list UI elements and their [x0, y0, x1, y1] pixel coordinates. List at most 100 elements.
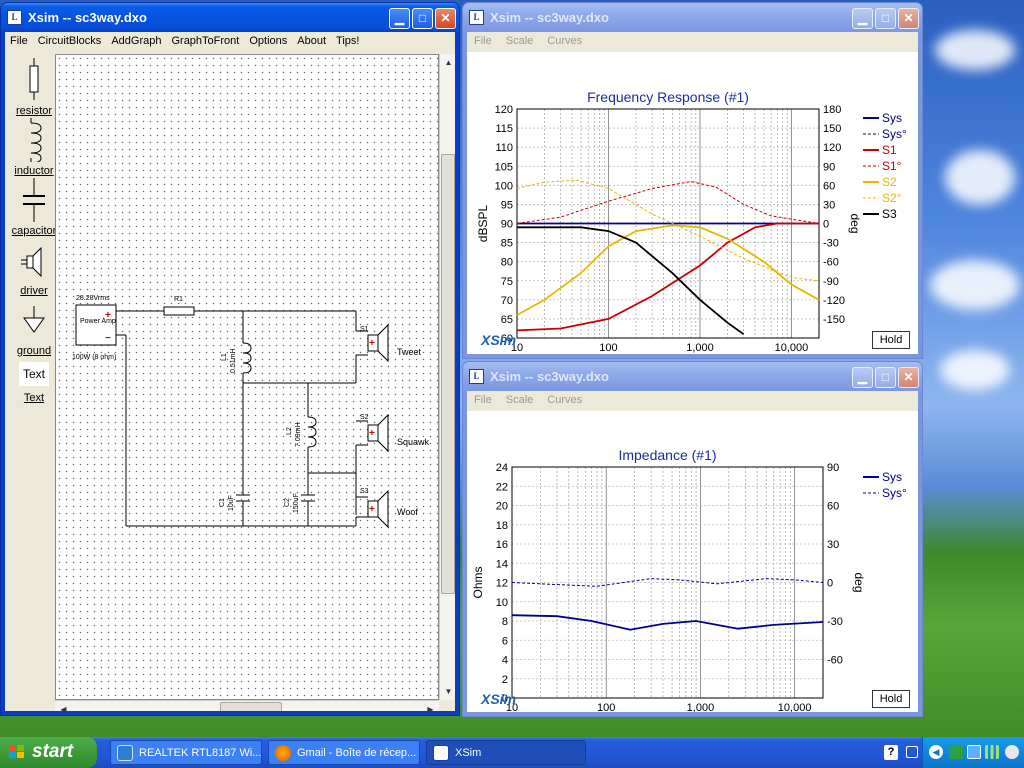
minimize-button[interactable]: ▁ [389, 8, 410, 29]
menu-curves[interactable]: Curves [547, 35, 583, 47]
volume-icon[interactable] [1005, 745, 1019, 759]
frequency-response-window[interactable]: L Xsim -- sc3way.dxo ▁ □ ✕ File Scale Curv… [462, 2, 923, 359]
y-tick-label: 80 [501, 257, 513, 269]
y-tick-label: 60 [501, 333, 513, 345]
schematic-canvas[interactable]: +− +++ 28.28Vrms Power Amp 100W (8 ohm) … [55, 54, 439, 700]
network-status-icon[interactable] [949, 745, 963, 759]
menu-addgraph[interactable]: AddGraph [111, 35, 162, 47]
xsim-window-icon[interactable]: L [469, 369, 484, 384]
r1-label: R1 [174, 296, 183, 303]
maximize-button[interactable]: □ [412, 8, 433, 29]
vertical-scroll-thumb[interactable] [441, 154, 455, 594]
horizontal-scroll-thumb[interactable] [220, 702, 282, 711]
taskbar-item-gmail[interactable]: Gmail - Boîte de récep... [268, 740, 420, 765]
menu-about[interactable]: About [297, 35, 327, 47]
palette-label: driver [20, 285, 48, 297]
x-tick-label: 1,000 [686, 342, 714, 354]
minimize-button[interactable]: ▁ [852, 367, 873, 388]
series-line-4 [516, 224, 820, 316]
palette-label: ground [16, 345, 52, 357]
legend-label: S2 [882, 175, 897, 189]
y-tick-label: 4 [502, 655, 508, 667]
menu-options[interactable]: Options [249, 35, 288, 47]
schematic-drawing: +− +++ 28.28Vrms Power Amp 100W (8 ohm) … [72, 295, 430, 529]
y-tick-label: 0 [502, 693, 508, 705]
y2-tick-label: 150 [823, 123, 841, 135]
menu-file[interactable]: File [474, 394, 492, 406]
speaker-s3 [356, 489, 389, 529]
help-icon[interactable]: ? [884, 745, 898, 760]
y-tick-label: 10 [496, 597, 508, 609]
wireless-signal-icon[interactable] [985, 745, 999, 759]
y2-tick-label: -90 [823, 276, 839, 288]
horizontal-scrollbar[interactable]: ◀ ▶ [55, 700, 439, 711]
maximize-button[interactable]: □ [875, 8, 896, 29]
taskbar-item-realtek[interactable]: REALTEK RTL8187 Wi... [110, 740, 262, 765]
legend-label: S1 [882, 143, 897, 157]
menu-scale[interactable]: Scale [505, 394, 534, 406]
scroll-up-arrow[interactable]: ▲ [444, 58, 453, 67]
task-label: XSim [455, 747, 482, 759]
palette-resistor[interactable]: resistor [9, 58, 59, 117]
palette-label: resistor [15, 105, 53, 117]
menu-file[interactable]: File [10, 35, 28, 47]
y-tick-label: 90 [501, 219, 513, 231]
legend-label: S1° [882, 159, 902, 173]
series-line-3 [516, 180, 820, 224]
taskbar-item-xsim[interactable]: XSim [426, 740, 586, 765]
y2-axis-label: deg [852, 572, 866, 592]
vertical-scrollbar[interactable]: ▲ ▼ [439, 54, 455, 700]
tray-expand-icon[interactable]: ◀ [929, 745, 943, 759]
squawk-label: Squawk [397, 437, 430, 447]
y2-tick-label: -30 [827, 616, 843, 628]
palette-text[interactable]: Text Text [9, 362, 59, 404]
capacitor-icon [23, 178, 45, 222]
start-button[interactable]: start [0, 737, 97, 768]
circuit-window-titlebar[interactable]: L Xsim -- sc3way.dxo ▁ □ ✕ [1, 3, 459, 32]
cloud [940, 350, 1010, 390]
menu-graphtofront[interactable]: GraphToFront [171, 35, 240, 47]
scroll-down-arrow[interactable]: ▼ [444, 687, 453, 696]
menu-curves[interactable]: Curves [547, 394, 583, 406]
imp-window-titlebar[interactable]: L Xsim -- sc3way.dxo ▁ □ ✕ [463, 362, 922, 391]
y2-axis-label: deg [848, 213, 862, 233]
tray-window-icon[interactable] [906, 746, 918, 758]
menu-circuitblocks[interactable]: CircuitBlocks [37, 35, 102, 47]
menu-tips[interactable]: Tips! [336, 35, 360, 47]
palette-capacitor[interactable]: capacitor [9, 178, 59, 237]
scroll-right-arrow[interactable]: ▶ [427, 705, 434, 711]
resistor-r1 [163, 306, 195, 316]
freq-window-titlebar[interactable]: L Xsim -- sc3way.dxo ▁ □ ✕ [463, 3, 922, 32]
close-button[interactable]: ✕ [435, 8, 456, 29]
xsim-window-icon[interactable]: L [469, 10, 484, 25]
monitor-icon[interactable] [967, 745, 981, 759]
window-title: Xsim -- sc3way.dxo [490, 10, 609, 25]
menu-scale[interactable]: Scale [505, 35, 534, 47]
y-tick-label: 115 [495, 123, 513, 135]
hold-button[interactable]: Hold [872, 331, 910, 349]
palette-inductor[interactable]: inductor [9, 118, 59, 177]
minimize-button[interactable]: ▁ [852, 8, 873, 29]
xsim-brand-label: XSim [481, 691, 517, 707]
palette-driver[interactable]: driver [9, 242, 59, 297]
ground-icon [23, 306, 45, 333]
amp-voltage: 28.28Vrms [76, 295, 110, 302]
close-button[interactable]: ✕ [898, 367, 919, 388]
impedance-window[interactable]: L Xsim -- sc3way.dxo ▁ □ ✕ File Scale Curv… [462, 361, 923, 717]
menu-file[interactable]: File [474, 35, 492, 47]
y-tick-label: 85 [501, 238, 513, 250]
xsim-window-icon[interactable]: L [7, 10, 22, 25]
hold-button[interactable]: Hold [872, 690, 910, 708]
maximize-button[interactable]: □ [875, 367, 896, 388]
palette-ground[interactable]: ground [9, 302, 59, 357]
y-tick-label: 75 [501, 276, 513, 288]
scroll-left-arrow[interactable]: ◀ [60, 705, 67, 711]
circuit-window[interactable]: L Xsim -- sc3way.dxo ▁ □ ✕ File CircuitBl… [0, 2, 460, 716]
y-tick-label: 12 [496, 578, 508, 590]
y2-tick-label: -60 [827, 655, 843, 667]
close-button[interactable]: ✕ [898, 8, 919, 29]
y-tick-label: 24 [496, 462, 508, 474]
